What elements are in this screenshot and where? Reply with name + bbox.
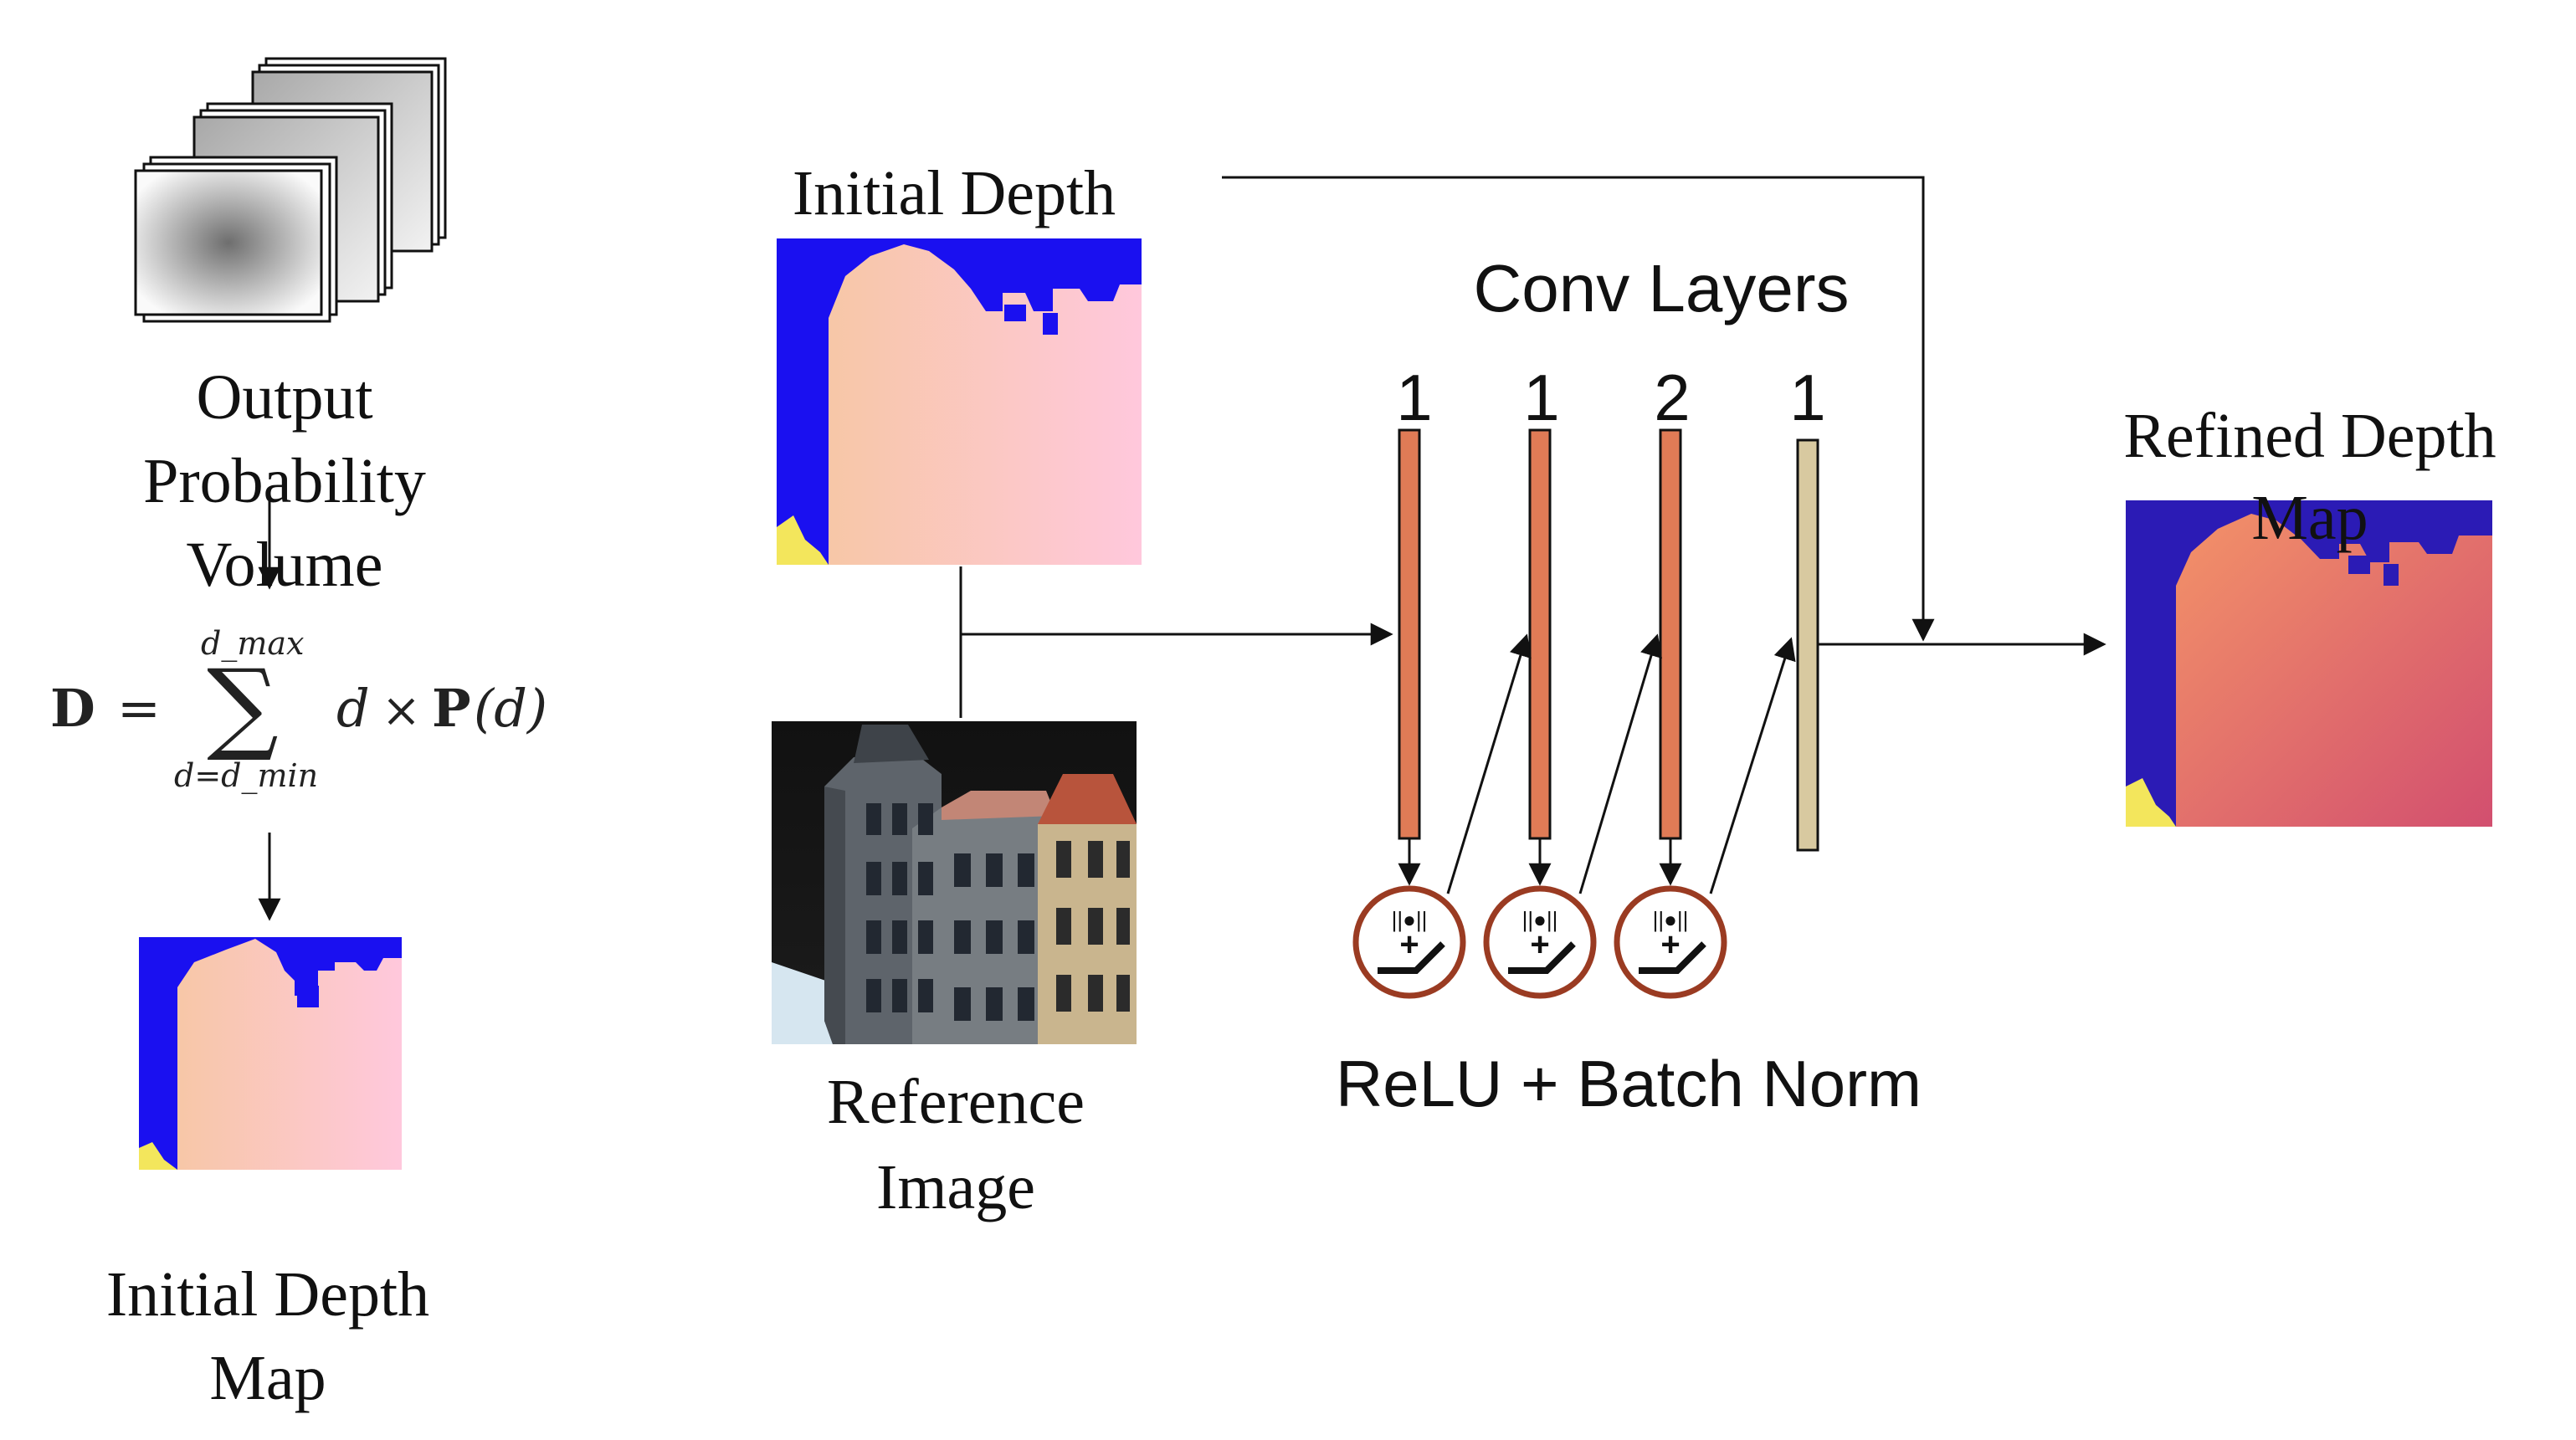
initial-depth-map-label: Initial Depth Map — [106, 1259, 429, 1413]
volume-label-line-1: Output — [196, 362, 372, 433]
conv-layer-2-channels: 1 — [1523, 361, 1559, 434]
formula-prob: P — [432, 678, 471, 739]
formula-arg: (d) — [474, 678, 547, 739]
refined-label-line-1: Refined Depth — [2123, 401, 2496, 471]
conv-layer-bars — [1398, 428, 1819, 852]
formula-lhs: D — [50, 678, 95, 739]
relu2-to-conv3-arrow — [1578, 633, 1662, 894]
sum-symbol: ∑ — [207, 648, 279, 765]
reference-image-label-line-1: Reference — [827, 1067, 1085, 1137]
initial-depth-map-label-line-1: Initial Depth — [106, 1259, 429, 1330]
svg-text:+: + — [1399, 926, 1419, 963]
conv-layer-4-bar — [1796, 438, 1819, 852]
refined-depth-map — [2126, 500, 2492, 827]
reference-image-label-line-2: Image — [876, 1152, 1035, 1222]
conv-layer-1-bar — [1398, 428, 1421, 840]
initial-depth-map-small — [139, 937, 402, 1170]
svg-text:||●||: ||●|| — [1653, 907, 1689, 932]
formula-body-var: d — [336, 678, 370, 739]
relu3-to-conv4-arrow — [1709, 637, 1796, 894]
relu-batchnorm-icon: ||●|| + — [1352, 885, 1466, 999]
depth-expectation-formula: D = d_max ∑ d=d_min d × P (d) — [50, 625, 547, 795]
refined-depth-map-label: Refined Depth Map — [2123, 401, 2496, 553]
volume-label-line-2: Probability — [143, 446, 426, 516]
refined-label-line-2: Map — [2251, 483, 2368, 553]
formula-sum-upper: d_max — [201, 625, 304, 663]
conv-layer-2-bar — [1528, 428, 1552, 840]
svg-text:||●||: ||●|| — [1522, 907, 1558, 932]
conv-layer-4-channels: 1 — [1789, 361, 1825, 434]
reference-image — [772, 721, 1137, 1044]
svg-text:+: + — [1660, 926, 1680, 963]
formula-sum-lower: d=d_min — [174, 757, 318, 795]
stacked-volume-icon — [134, 57, 447, 323]
formula-times: × — [382, 684, 421, 738]
conv-layer-1-channels: 1 — [1396, 361, 1432, 434]
relu-batchnorm-label: ReLU + Batch Norm — [1336, 1047, 1922, 1120]
conv-layers-title: Conv Layers — [1473, 251, 1849, 325]
initial-depth-map-large — [777, 238, 1142, 565]
svg-text:+: + — [1530, 926, 1549, 963]
reference-image-label: Reference Image — [827, 1067, 1085, 1222]
relu-batchnorm-icon: ||●|| + — [1483, 885, 1597, 999]
conv-layer-channel-labels: 1 1 2 1 — [1396, 361, 1825, 434]
relu1-to-conv2-arrow — [1446, 633, 1532, 894]
conv-layer-3-bar — [1659, 428, 1682, 840]
svg-text:||●||: ||●|| — [1392, 907, 1428, 932]
formula-equals: = — [117, 678, 161, 739]
conv-layer-3-channels: 2 — [1654, 361, 1690, 434]
relu-batchnorm-icons: ||●|| + ||●|| + ||●|| + — [1352, 633, 1796, 999]
relu-batchnorm-icon: ||●|| + — [1614, 885, 1727, 999]
initial-depth-label: Initial Depth — [793, 158, 1116, 228]
skip-connection-arrow — [1222, 176, 1935, 642]
volume-label: Output Probability Volume — [143, 362, 426, 600]
volume-label-line-3: Volume — [186, 530, 382, 600]
initial-depth-map-label-line-2: Map — [209, 1343, 326, 1413]
